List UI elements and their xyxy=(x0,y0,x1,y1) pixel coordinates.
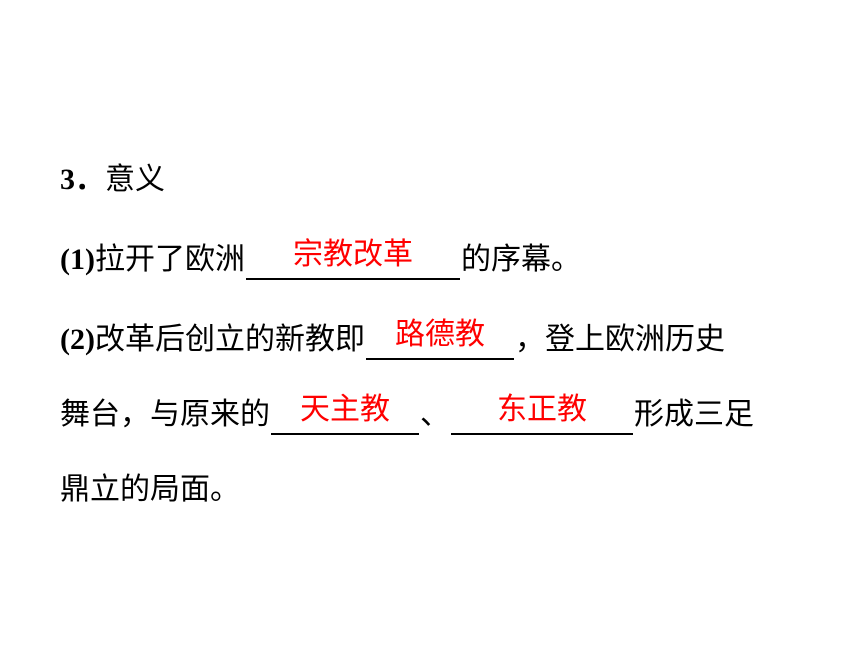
section-title: 意义 xyxy=(105,162,165,197)
item-1-blank: 宗教改革 xyxy=(245,238,460,280)
item-2-text-before: 改革后创立的新教即 xyxy=(94,322,365,357)
item-2-label: (2) xyxy=(60,323,95,356)
item-1-text-after: 的序幕。 xyxy=(460,242,581,277)
answer-orthodoxy: 东正教 xyxy=(497,392,587,427)
item-1-label: (1) xyxy=(60,243,95,276)
item-2-blank: 路德教 xyxy=(365,318,514,360)
continuation-text-before: 舞台，与原来的 xyxy=(60,397,270,432)
continuation-text-after: 形成三足 xyxy=(634,397,754,432)
item-2-answer: 路德教 xyxy=(394,317,485,352)
item-2-last-line: 鼎立的局面。 xyxy=(60,470,240,510)
blank-catholicism: 天主教 xyxy=(271,393,419,435)
item-1: (1)拉开了欧洲 宗教改革 的序幕。 xyxy=(60,238,581,280)
item-2-continuation: 舞台，与原来的天主教、 东正教 形成三足 xyxy=(60,393,754,435)
answer-catholicism: 天主教 xyxy=(300,392,390,427)
item-1-answer: 宗教改革 xyxy=(292,237,413,272)
item-1-text-before: 拉开了欧洲 xyxy=(94,242,245,277)
section-heading: 3．意义 xyxy=(60,160,165,200)
item-2-text-after: ，登上欧洲历史 xyxy=(514,322,725,357)
blank-orthodoxy: 东正教 xyxy=(451,393,633,435)
section-number: 3． xyxy=(60,163,105,196)
last-line-text: 鼎立的局面。 xyxy=(60,472,240,507)
item-2: (2)改革后创立的新教即路德教 ，登上欧洲历史 xyxy=(60,318,725,360)
continuation-separator: 、 xyxy=(420,397,450,432)
